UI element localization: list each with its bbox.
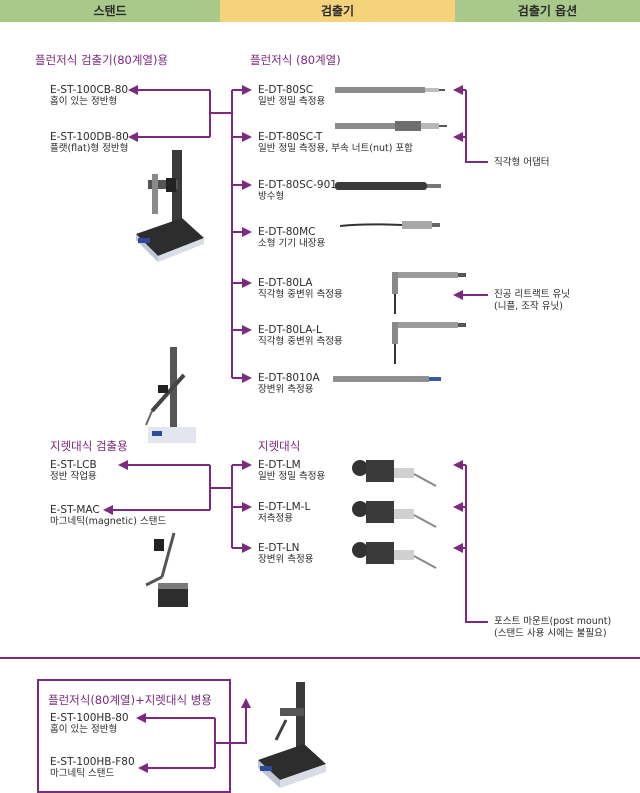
combined-stand-image xyxy=(258,682,326,788)
detector-code: E-DT-LN xyxy=(258,542,300,554)
detector-code: E-DT-LM xyxy=(258,459,301,471)
option-label: 직각형 어댑터 xyxy=(494,157,549,169)
option-desc: 포스트 마운트(post mount) xyxy=(494,616,612,627)
detector-desc: 일반 정밀 측정용 xyxy=(258,96,326,107)
option-desc: 진공 리트랙트 유닛 xyxy=(494,289,570,300)
stand-desc: 마그네틱 스탠드 xyxy=(50,768,115,779)
probe-lm-image xyxy=(352,460,437,487)
detector-code: E-DT-80SC-901 xyxy=(258,179,337,191)
flange-stand-title: 플런저식 검출기(80계열)용 xyxy=(35,53,169,67)
lever-stand-image xyxy=(145,347,196,443)
probe-80sc-t-image xyxy=(335,121,447,131)
detector-desc: 일반 정밀 측정용, 부속 너트(nut) 포함 xyxy=(258,143,413,154)
detector-code: E-DT-80LA xyxy=(258,277,313,289)
stand-desc: 홈이 있는 정반형 xyxy=(50,724,118,735)
option-desc-2: (스탠드 사용 시에는 불필요) xyxy=(494,628,607,639)
detector-desc: 저측정용 xyxy=(258,513,293,524)
detector-desc: 소형 기기 내장용 xyxy=(258,238,326,249)
probe-80la-image xyxy=(392,272,466,314)
probe-ln-image xyxy=(352,542,437,569)
detector-desc: 직각형 중변위 측정용 xyxy=(258,336,343,347)
detector-desc: 장변위 측정용 xyxy=(258,554,314,565)
lever-detector-title: 지렛대식 xyxy=(258,439,301,453)
probe-8010a-image xyxy=(333,376,441,382)
detector-desc: 일반 정밀 측정용 xyxy=(258,471,326,482)
stand-desc: 홈이 있는 정반형 xyxy=(50,96,118,107)
magnetic-stand-image xyxy=(145,532,188,607)
tab-detector-option: 검출기 옵션 xyxy=(455,0,640,22)
detector-code: E-DT-80SC xyxy=(258,84,314,96)
detector-code: E-DT-80SC-T xyxy=(258,131,323,143)
probe-80mc-image xyxy=(340,221,440,229)
tab-detector: 검출기 xyxy=(220,0,455,22)
stand-code: E-ST-MAC xyxy=(50,504,100,516)
probe-80sc-901-image xyxy=(335,182,441,190)
stand-code: E-ST-LCB xyxy=(50,459,97,471)
option-label: 진공 리트랙트 유닛(니플, 조작 유닛) xyxy=(494,289,570,313)
detector-code: E-DT-LM-L xyxy=(258,501,311,513)
detector-desc: 장변위 측정용 xyxy=(258,384,314,395)
option-desc-2: (니플, 조작 유닛) xyxy=(494,301,563,312)
detector-desc: 직각형 중변위 측정용 xyxy=(258,289,343,300)
stand-code: E-ST-100DB-80 xyxy=(50,131,129,143)
stand-desc: 정반 작업용 xyxy=(50,471,97,482)
lever-stand-title: 지렛대식 검출용 xyxy=(50,439,128,453)
flange-detector-title: 플런저식 (80계열) xyxy=(250,53,341,67)
stand-code: E-ST-100HB-F80 xyxy=(50,756,135,768)
detector-code: E-DT-80MC xyxy=(258,226,316,238)
detector-code: E-DT-80LA-L xyxy=(258,324,322,336)
flange-stand-image xyxy=(136,150,204,262)
stand-code: E-ST-100HB-80 xyxy=(50,712,129,724)
probe-80la-l-image xyxy=(392,322,466,364)
tab-stand: 스탠드 xyxy=(0,0,220,22)
option-label: 포스트 마운트(post mount)(스탠드 사용 시에는 불필요) xyxy=(494,616,611,640)
option-desc: 직각형 어댑터 xyxy=(494,157,550,168)
stand-code: E-ST-100CB-80 xyxy=(50,84,129,96)
probe-80sc-image xyxy=(335,87,445,93)
detector-desc: 방수형 xyxy=(258,191,285,202)
detector-code: E-DT-8010A xyxy=(258,372,320,384)
combined-title: 플런저식(80계열)+지렛대식 병용 xyxy=(48,693,212,707)
probe-lm-l-image xyxy=(352,501,437,528)
stand-desc: 마그네틱(magnetic) 스탠드 xyxy=(50,516,167,527)
stand-desc: 플랫(flat)형 정반형 xyxy=(50,143,129,154)
